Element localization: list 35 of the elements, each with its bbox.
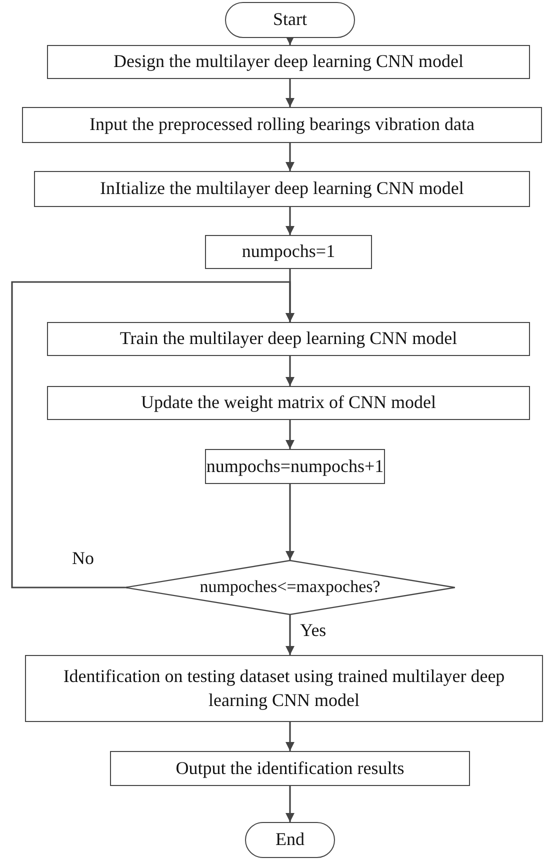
arrow bbox=[286, 207, 294, 235]
node-text: End bbox=[276, 828, 304, 852]
node-text: Train the multilayer deep learning CNN model bbox=[120, 327, 458, 350]
terminal-pill bbox=[225, 2, 355, 38]
arrow bbox=[11, 281, 294, 588]
process-box bbox=[205, 449, 385, 484]
node-text: numpochs=1 bbox=[242, 240, 336, 264]
arrow bbox=[286, 420, 294, 449]
process-box bbox=[47, 322, 530, 356]
arrow bbox=[286, 79, 294, 107]
node-text: Update the weight matrix of CNN model bbox=[141, 391, 436, 414]
node-text: Start bbox=[273, 8, 307, 32]
arrow bbox=[286, 615, 294, 655]
node-text: Identification on testing dataset using trained multilayer deep learning CNN model bbox=[62, 665, 506, 712]
process-box bbox=[110, 751, 470, 786]
arrow bbox=[286, 143, 294, 171]
process-box bbox=[22, 107, 542, 143]
node-text: Output the identification results bbox=[176, 756, 404, 780]
node-text: numpochs=numpochs+1 bbox=[206, 454, 384, 478]
arrow bbox=[286, 786, 294, 822]
arrow bbox=[286, 484, 294, 560]
terminal-pill bbox=[245, 822, 335, 858]
decision-diamond bbox=[125, 560, 455, 615]
process-box bbox=[34, 171, 530, 207]
node-text: InItialize the multilayer deep learning CNN model bbox=[100, 177, 464, 200]
arrow bbox=[286, 722, 294, 751]
arrow bbox=[286, 356, 294, 386]
process-box bbox=[47, 45, 530, 79]
process-box bbox=[205, 235, 372, 269]
arrow bbox=[286, 36, 294, 45]
node-text: numpoches<=maxpoches? bbox=[200, 576, 380, 598]
process-box bbox=[25, 655, 543, 722]
node-text: Input the preprocessed rolling bearings vibration data bbox=[90, 113, 474, 136]
process-box bbox=[47, 386, 530, 420]
node-text: Design the multilayer deep learning CNN model bbox=[114, 50, 464, 74]
